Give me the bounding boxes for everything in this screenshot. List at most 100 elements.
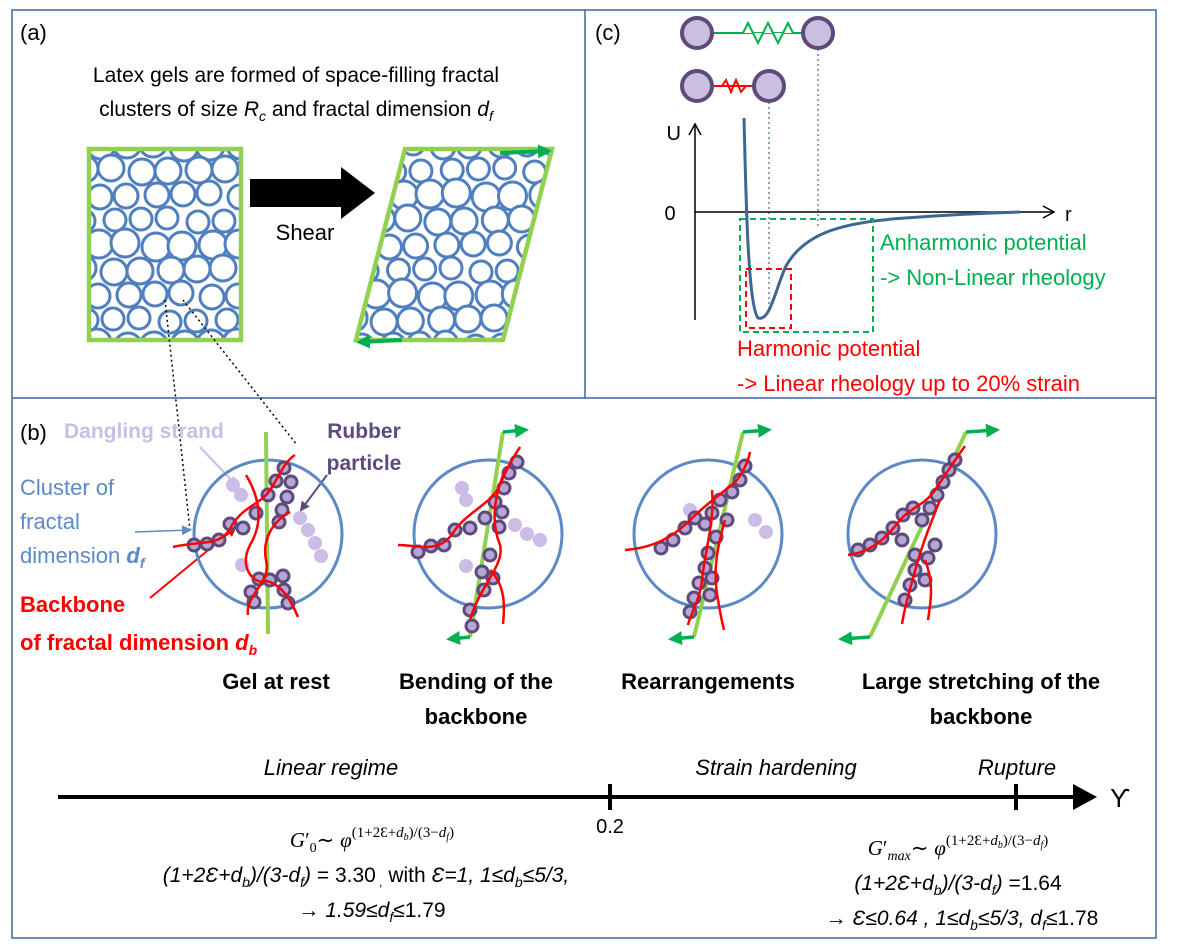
- strain-line: [264, 431, 270, 635]
- backbone-strand-c: [714, 519, 727, 631]
- gel-particle: [208, 253, 238, 283]
- strain-arrow-bottom: [838, 631, 871, 646]
- stage-label-bending-line2: backbone: [425, 704, 528, 729]
- regime-rupture-label: Rupture: [978, 755, 1056, 780]
- left-formula-line2: (1+2Ɛ+db)/(3-df) = 3.30 , with Ɛ=1, 1≤db…: [163, 864, 570, 890]
- gel-cell-sheared: [353, 146, 555, 343]
- gel-particle: [244, 209, 266, 231]
- shear-arrow-bottom: [356, 334, 403, 349]
- stage-label-stretching-line1: Large stretching of the: [862, 669, 1100, 694]
- cluster-gel-at-rest: [172, 431, 344, 635]
- gel-particle: [211, 208, 237, 234]
- gel-particle: [224, 282, 239, 310]
- gel-particle: [195, 179, 223, 207]
- gel-particle: [223, 228, 239, 260]
- backbone-strand-c: [923, 559, 933, 621]
- strain-arrow-top: [742, 423, 772, 438]
- gel-particle: [324, 335, 348, 359]
- left-formula: G′0∼ φ(1+2Ɛ+db)/(3−df): [290, 825, 454, 856]
- strain-arrow-bottom: [668, 631, 695, 646]
- gel-particle: [169, 180, 197, 208]
- atom-right-top: [801, 16, 835, 50]
- atom-right-bottom: [752, 69, 786, 103]
- backbone-strand-d: [261, 578, 300, 618]
- gel-particle: [185, 209, 211, 235]
- gel-particle: [406, 330, 433, 338]
- gel-particle: [171, 329, 199, 338]
- gel-particle: [196, 328, 226, 338]
- backbone-label-line1: Backbone: [20, 592, 125, 617]
- gel-particle: [102, 207, 128, 233]
- gel-particle: [402, 232, 430, 260]
- gel-particle: [140, 330, 168, 338]
- gel-particle: [427, 305, 457, 335]
- rubber-label-line2: particle: [327, 452, 402, 475]
- gel-particle: [99, 257, 129, 287]
- cluster-bending: [397, 423, 564, 645]
- panel-c-label: (c): [595, 20, 621, 45]
- gel-particle: [488, 332, 516, 338]
- gel-particle: [126, 305, 152, 331]
- gel-particle: [166, 230, 198, 262]
- harmonic-label-line2: -> Linear rheology up to 20% strain: [737, 371, 1080, 396]
- regime-hardening-label: Strain hardening: [695, 755, 857, 780]
- gel-particle: [527, 277, 550, 309]
- stage-label-rearrangements: Rearrangements: [621, 669, 795, 694]
- strain-arrow-top: [502, 423, 529, 438]
- gel-particle: [449, 206, 479, 236]
- panel-a-caption-line1: Latex gels are formed of space-filling f…: [93, 64, 499, 87]
- cluster-circle: [412, 458, 564, 610]
- axis-r-label: r: [1065, 204, 1072, 226]
- spring-rest-zigzag: [721, 77, 747, 95]
- anharmonic-box: [739, 218, 874, 333]
- stage-label-stretching-line2: backbone: [930, 704, 1033, 729]
- gel-particle: [153, 156, 183, 186]
- gel-particle: [91, 282, 112, 310]
- gel-particle: [393, 203, 423, 233]
- gel-particle: [423, 207, 453, 237]
- gel-particle: [242, 308, 264, 330]
- rubber-particles: [186, 460, 299, 611]
- gel-particle: [571, 135, 595, 159]
- cluster-label-line1: Cluster of: [20, 475, 115, 500]
- gel-particle: [369, 307, 399, 337]
- gel-particle: [480, 205, 510, 235]
- shear-arrow-top: [499, 144, 552, 159]
- panel-c: (c) U r 0 Anharmonic potential -> Non-Li…: [595, 16, 1106, 396]
- gel-particle: [548, 158, 550, 184]
- gel-particle: [184, 155, 214, 185]
- gel-particle: [453, 304, 483, 334]
- gel-particle: [91, 255, 98, 281]
- gel-particle: [139, 151, 167, 159]
- right-formula-line2: (1+2Ɛ+db)/(3-df) =1.64: [854, 872, 1062, 898]
- left-formula-line3: → 1.59≤df≤1.79: [298, 899, 445, 925]
- cluster-rearrangements: [624, 423, 784, 646]
- backbone-strand-a: [172, 453, 296, 549]
- gel-particle: [556, 180, 584, 208]
- gel-particle: [519, 331, 547, 338]
- strain-tick-label: 0.2: [596, 816, 624, 838]
- gel-particle: [357, 229, 373, 257]
- gel-particle: [183, 308, 209, 334]
- cluster-label-line3: dimension df: [20, 543, 146, 571]
- gel-particle: [222, 327, 239, 338]
- regime-linear-label: Linear regime: [264, 755, 399, 780]
- strain-arrow-top: [965, 423, 1000, 438]
- strain-axis-head: [1073, 784, 1097, 810]
- gel-particle: [455, 151, 483, 160]
- gel-particle: [395, 306, 425, 336]
- gel-particle: [210, 154, 239, 184]
- stage-label-bending-line1: Bending of the: [399, 669, 553, 694]
- potential-curve: [742, 117, 1021, 320]
- gel-particle: [226, 151, 239, 161]
- gel-particles-sheared: [324, 135, 595, 359]
- gel-particle: [357, 279, 366, 311]
- gel-particle: [154, 205, 180, 231]
- gel-particle: [513, 151, 541, 158]
- stage-label-rest: Gel at rest: [222, 669, 330, 694]
- gel-particle: [226, 183, 239, 211]
- backbone-strand-c: [246, 510, 291, 616]
- right-formula-line3: → Ɛ≤0.64 , 1≤db≤5/3, df≤1.78: [826, 907, 1099, 933]
- rubber-label-line1: Rubber: [327, 420, 401, 443]
